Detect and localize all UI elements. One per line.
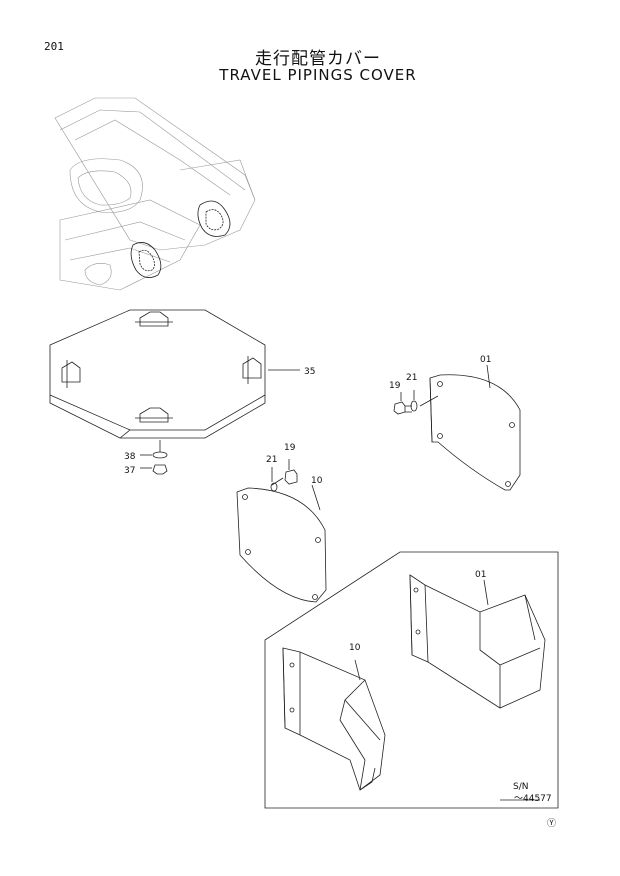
- hose-port-plate-right: [197, 200, 231, 237]
- footnote-symbol: Ⓨ: [547, 818, 556, 829]
- callout-01-upper: 01: [480, 355, 491, 365]
- callout-19-middle: 19: [284, 443, 296, 453]
- cover-10-inset: [282, 647, 386, 791]
- serial-inset-frame: [264, 551, 559, 809]
- page-title-english: TRAVEL PIPINGS COVER: [219, 66, 417, 84]
- callout-21-upper: 21: [406, 373, 417, 383]
- washer-21-upper: [410, 390, 439, 412]
- cover-plate-35: [49, 309, 266, 439]
- callout-10-middle: 10: [311, 476, 323, 486]
- callout-01-inset: 01: [475, 570, 486, 580]
- bolt-19-middle: [271, 459, 298, 486]
- serial-label: S/N: [513, 782, 528, 792]
- callout-35: 35: [304, 367, 315, 377]
- page-number: 201: [44, 40, 64, 53]
- cover-01-inset: [409, 574, 546, 709]
- bolt-37: [140, 464, 168, 475]
- washer-38: [140, 440, 168, 459]
- page-title-japanese: 走行配管カバー: [255, 49, 381, 69]
- callout-37: 37: [124, 466, 135, 476]
- cover-01-upper: [429, 364, 521, 491]
- cover-10-middle: [236, 484, 327, 603]
- washer-21-middle: [270, 467, 278, 492]
- callout-38: 38: [124, 452, 136, 462]
- bolt-19-upper: [393, 392, 412, 415]
- callout-21-middle: 21: [266, 455, 277, 465]
- hose-port-plate-left: [130, 242, 162, 278]
- serial-range: ～44577: [514, 794, 552, 804]
- callout-19-upper: 19: [389, 381, 401, 391]
- callout-10-inset: 10: [349, 643, 361, 653]
- machine-overview: [54, 97, 256, 291]
